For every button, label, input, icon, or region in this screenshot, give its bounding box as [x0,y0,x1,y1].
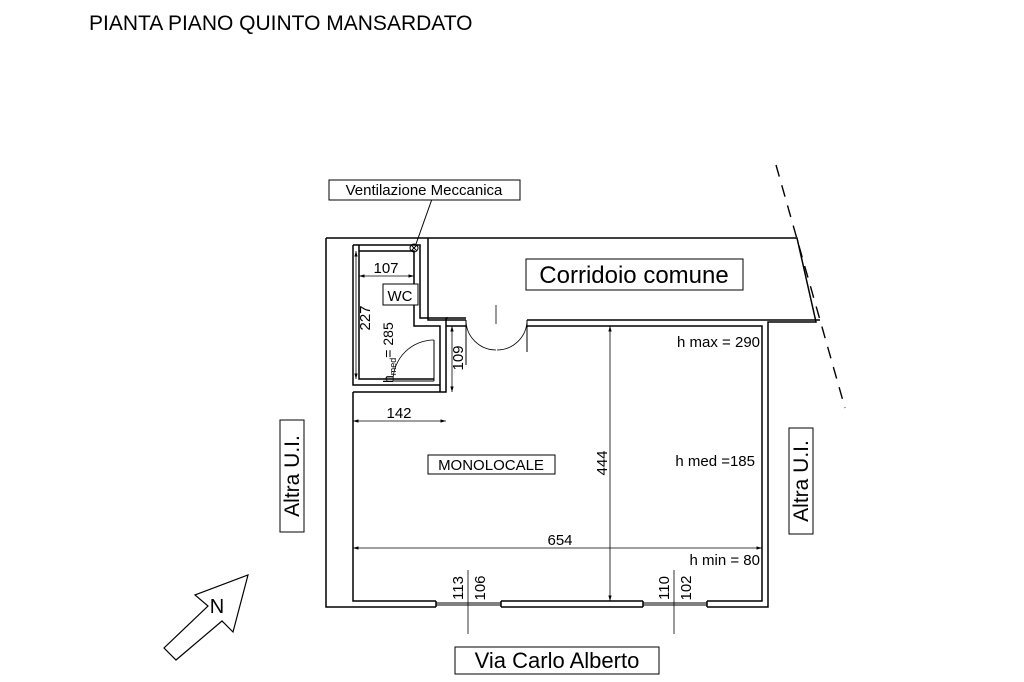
dim-room-depth: 444 [594,450,611,475]
dim-entry-width: 142 [386,405,411,422]
page-title: PIANTA PIANO QUINTO MANSARDATO [89,12,473,35]
wc-h-med-sub: med [388,358,398,376]
windows [436,570,707,634]
ventilation-label: Ventilazione Meccanica [346,182,503,199]
wc-h-med-label: hmed= 285 [380,322,398,383]
street-label: Via Carlo Alberto [475,648,640,673]
boundary-dashed-line [775,164,846,409]
h-med-label: h med =185 [675,453,755,470]
other-unit-right-label: Altra U.I. [790,440,813,522]
room-label: MONOLOCALE [438,457,544,474]
walls [325,237,820,608]
ventilation-icon [409,198,433,253]
wc-door [392,339,435,382]
h-max-label: h max = 290 [677,334,760,351]
entry-door [465,305,528,365]
north-arrow-icon [163,574,249,661]
dim-window2-inner: 102 [678,575,695,600]
label-boxes [279,179,814,675]
svg-text:hmed= 285: hmed= 285 [380,322,398,383]
dim-room-width: 654 [547,532,572,549]
dim-door-width: 109 [450,345,467,370]
dim-wc-width: 107 [373,260,398,277]
dim-window2-outer: 110 [656,576,673,600]
dim-window1-outer: 113 [450,576,467,600]
north-label: N [210,596,224,618]
wc-label: WC [388,288,413,305]
dimension-lines [353,251,762,601]
wc-h-med-prefix: h [380,375,396,383]
wc-h-med-value: = 285 [380,322,396,358]
dim-wc-depth: 227 [357,305,374,330]
dim-window1-inner: 106 [472,575,489,600]
other-unit-left-label: Altra U.I. [281,435,304,517]
corridor-label: Corridoio comune [539,262,728,289]
h-min-label: h min = 80 [690,552,760,569]
